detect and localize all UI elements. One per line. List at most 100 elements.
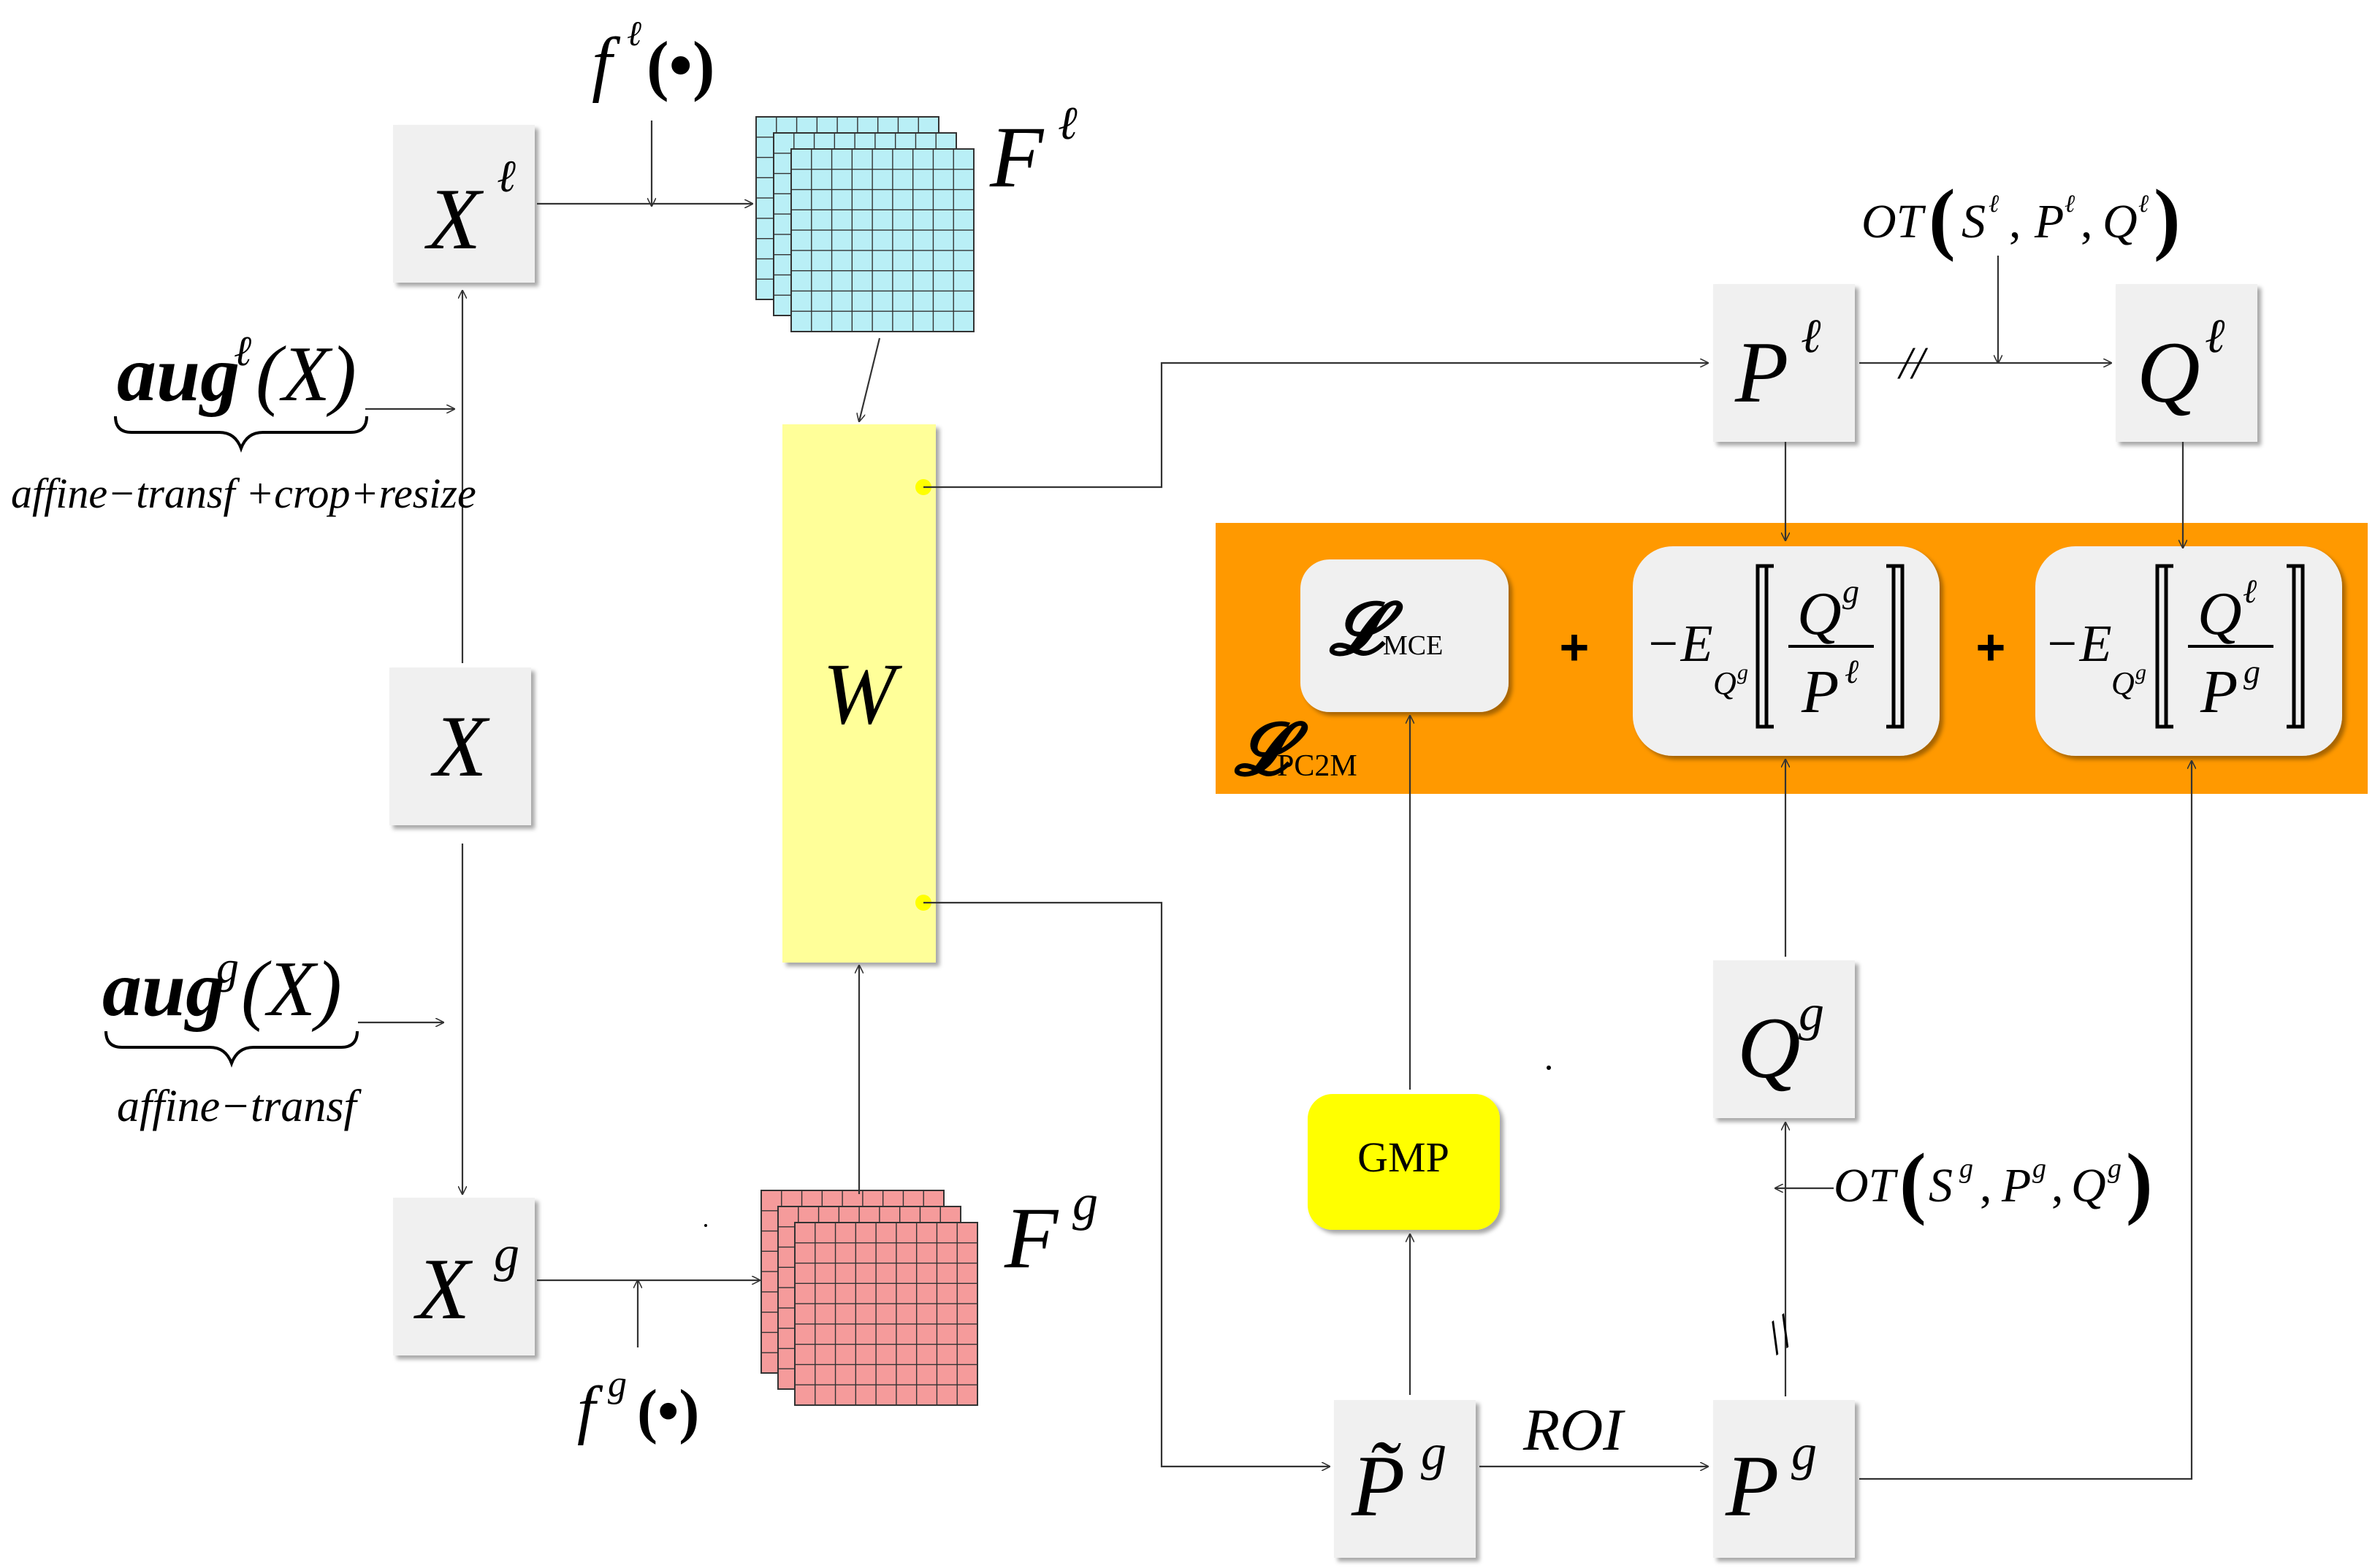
f-local-sup: ℓ — [627, 15, 641, 53]
ot-local-arg-2-sup: ℓ — [2065, 191, 2075, 218]
weights-label: W — [823, 645, 903, 742]
plus-sign-1: + — [1560, 619, 1590, 676]
node-p-global-sup: g — [1791, 1425, 1817, 1481]
edge-w-to-p-local — [923, 363, 1708, 489]
node-x-label: X — [430, 697, 490, 795]
roi-label: ROI — [1522, 1396, 1625, 1463]
ot-global-lparen: ( — [1899, 1137, 1926, 1226]
node-x-global-base: X — [413, 1240, 473, 1337]
double-bracket-right-2 — [2287, 564, 2305, 729]
f-global-sup: g — [608, 1364, 627, 1405]
plus-sign-2: + — [1976, 619, 2006, 676]
ot-local-arg-3-sup: ℓ — [2138, 191, 2149, 218]
fraction-denominator-sup-2: g — [2244, 653, 2260, 690]
f-global-base: f — [577, 1374, 603, 1446]
node-x-global: X g — [393, 1198, 535, 1355]
mce-loss-box: 𝓛 MCE — [1300, 559, 1509, 712]
node-x: X — [389, 668, 531, 825]
fraction-numerator-1: Q — [1797, 580, 1842, 648]
aug-local-base: aug — [117, 331, 240, 418]
node-p-global: P g — [1713, 1400, 1855, 1558]
node-x-local: X ℓ — [393, 125, 535, 283]
aug-global-underbrace — [104, 1030, 359, 1068]
ot-global-comma-1: , — [1980, 1159, 1992, 1212]
fraction-numerator-2: Q — [2197, 580, 2242, 648]
mce-loss-subscript: MCE — [1383, 630, 1443, 661]
node-x-global-sup: g — [494, 1226, 519, 1282]
f-global-arg: (•) — [637, 1377, 699, 1445]
expectation-sub-sup-2: g — [2135, 660, 2146, 684]
feature-maps-global — [760, 1190, 978, 1406]
aug-global-group: aug g (X) affine−transf — [102, 943, 362, 1131]
ot-local-rparen: ) — [2154, 173, 2181, 262]
ot-local-arg-3: Q — [2103, 195, 2138, 248]
ot-local-comma-1: , — [2009, 195, 2021, 248]
double-bracket-left-1 — [1755, 564, 1774, 729]
feature-label-local-sup: ℓ — [1058, 97, 1078, 149]
stray-dot-2 — [704, 1224, 707, 1227]
aug-local-underbrace — [114, 416, 368, 453]
node-x-local-sup: ℓ — [497, 152, 516, 202]
node-p-local-base: P — [1734, 324, 1788, 421]
aug-local-group: aug ℓ (X) affine−transf +crop+resize — [11, 327, 476, 517]
edge-p-global-to-loss — [1859, 761, 2192, 1480]
ot-global-arg-2: P — [2001, 1159, 2031, 1212]
ot-local-lparen: ( — [1929, 173, 1956, 262]
node-q-local: Q ℓ — [2116, 284, 2257, 442]
ot-local-arg-2: P — [2034, 195, 2064, 248]
node-q-local-sup: ℓ — [2205, 310, 2225, 363]
node-q-global: Q g — [1713, 960, 1855, 1118]
double-bracket-right-1 — [1886, 564, 1905, 729]
node-q-global-base: Q — [1737, 999, 1801, 1096]
feature-map-local-layer — [790, 148, 975, 332]
pc2m-loss-subscript: PC2M — [1277, 749, 1357, 783]
feature-map-global-layer — [794, 1222, 978, 1406]
expectation-symbol-2: −E — [2044, 614, 2112, 673]
ot-local-arg-1-sup: ℓ — [1989, 191, 1999, 218]
node-x-local-base: X — [424, 170, 484, 267]
aug-local-arg: (X) — [256, 331, 357, 418]
expectation-sub-1: Q — [1713, 665, 1737, 701]
aug-local-caption: affine−transf +crop+resize — [11, 470, 476, 517]
ot-global-arg-2-sup: g — [2032, 1153, 2046, 1184]
aug-global-base: aug — [102, 946, 225, 1033]
double-bracket-left-2 — [2155, 564, 2173, 729]
ot-local-prefix: OT — [1861, 195, 1926, 248]
ot-global-arg-3-sup: g — [2108, 1153, 2122, 1184]
aug-global-sup: g — [216, 943, 239, 993]
stop-gradient-local: // — [1897, 339, 1928, 389]
stray-dot-1 — [1547, 1066, 1551, 1070]
kl-term-local-box: −E Q g Q ℓ P g — [2035, 546, 2342, 756]
expectation-symbol-1: −E — [1645, 614, 1713, 673]
stop-gradient-global: // — [1753, 1305, 1807, 1364]
fraction-denominator-2: P — [2200, 658, 2238, 726]
node-p-global-base: P — [1725, 1437, 1779, 1534]
ot-global-arg-1: S — [1929, 1159, 1953, 1212]
ot-global-rparen: ) — [2126, 1137, 2153, 1226]
expectation-sub-sup-1: g — [1737, 660, 1748, 684]
node-p-tilde-base: P̃ — [1351, 1437, 1405, 1534]
aug-local-sup: ℓ — [234, 327, 251, 375]
fraction-denominator-1: P — [1801, 658, 1839, 726]
feature-label-local-base: F — [989, 108, 1045, 205]
gmp-box: GMP — [1308, 1094, 1500, 1230]
ot-global-arg-3: Q — [2071, 1159, 2106, 1212]
ot-global-comma-2: , — [2051, 1159, 2064, 1212]
f-local-base: f — [592, 23, 621, 104]
fraction-numerator-sup-2: ℓ — [2243, 573, 2257, 610]
node-p-tilde-sup: g — [1421, 1425, 1446, 1481]
ot-local-arg-1: S — [1962, 195, 1986, 248]
feature-maps-local — [755, 116, 975, 332]
ot-local-comma-2: , — [2081, 195, 2093, 248]
connectors — [358, 121, 2192, 1480]
feature-label-global-sup: g — [1072, 1175, 1098, 1231]
node-p-local-sup: ℓ — [1801, 310, 1821, 363]
kl-term-global-box: −E Q g Q g P ℓ — [1633, 546, 1940, 756]
aug-global-arg: (X) — [241, 946, 342, 1033]
ot-global-prefix: OT — [1834, 1159, 1899, 1212]
edge-f-local-to-w — [859, 337, 881, 421]
node-p-local: P ℓ — [1713, 284, 1855, 442]
node-q-global-sup: g — [1799, 985, 1824, 1041]
ot-global-arg-1-sup: g — [1959, 1153, 1973, 1184]
